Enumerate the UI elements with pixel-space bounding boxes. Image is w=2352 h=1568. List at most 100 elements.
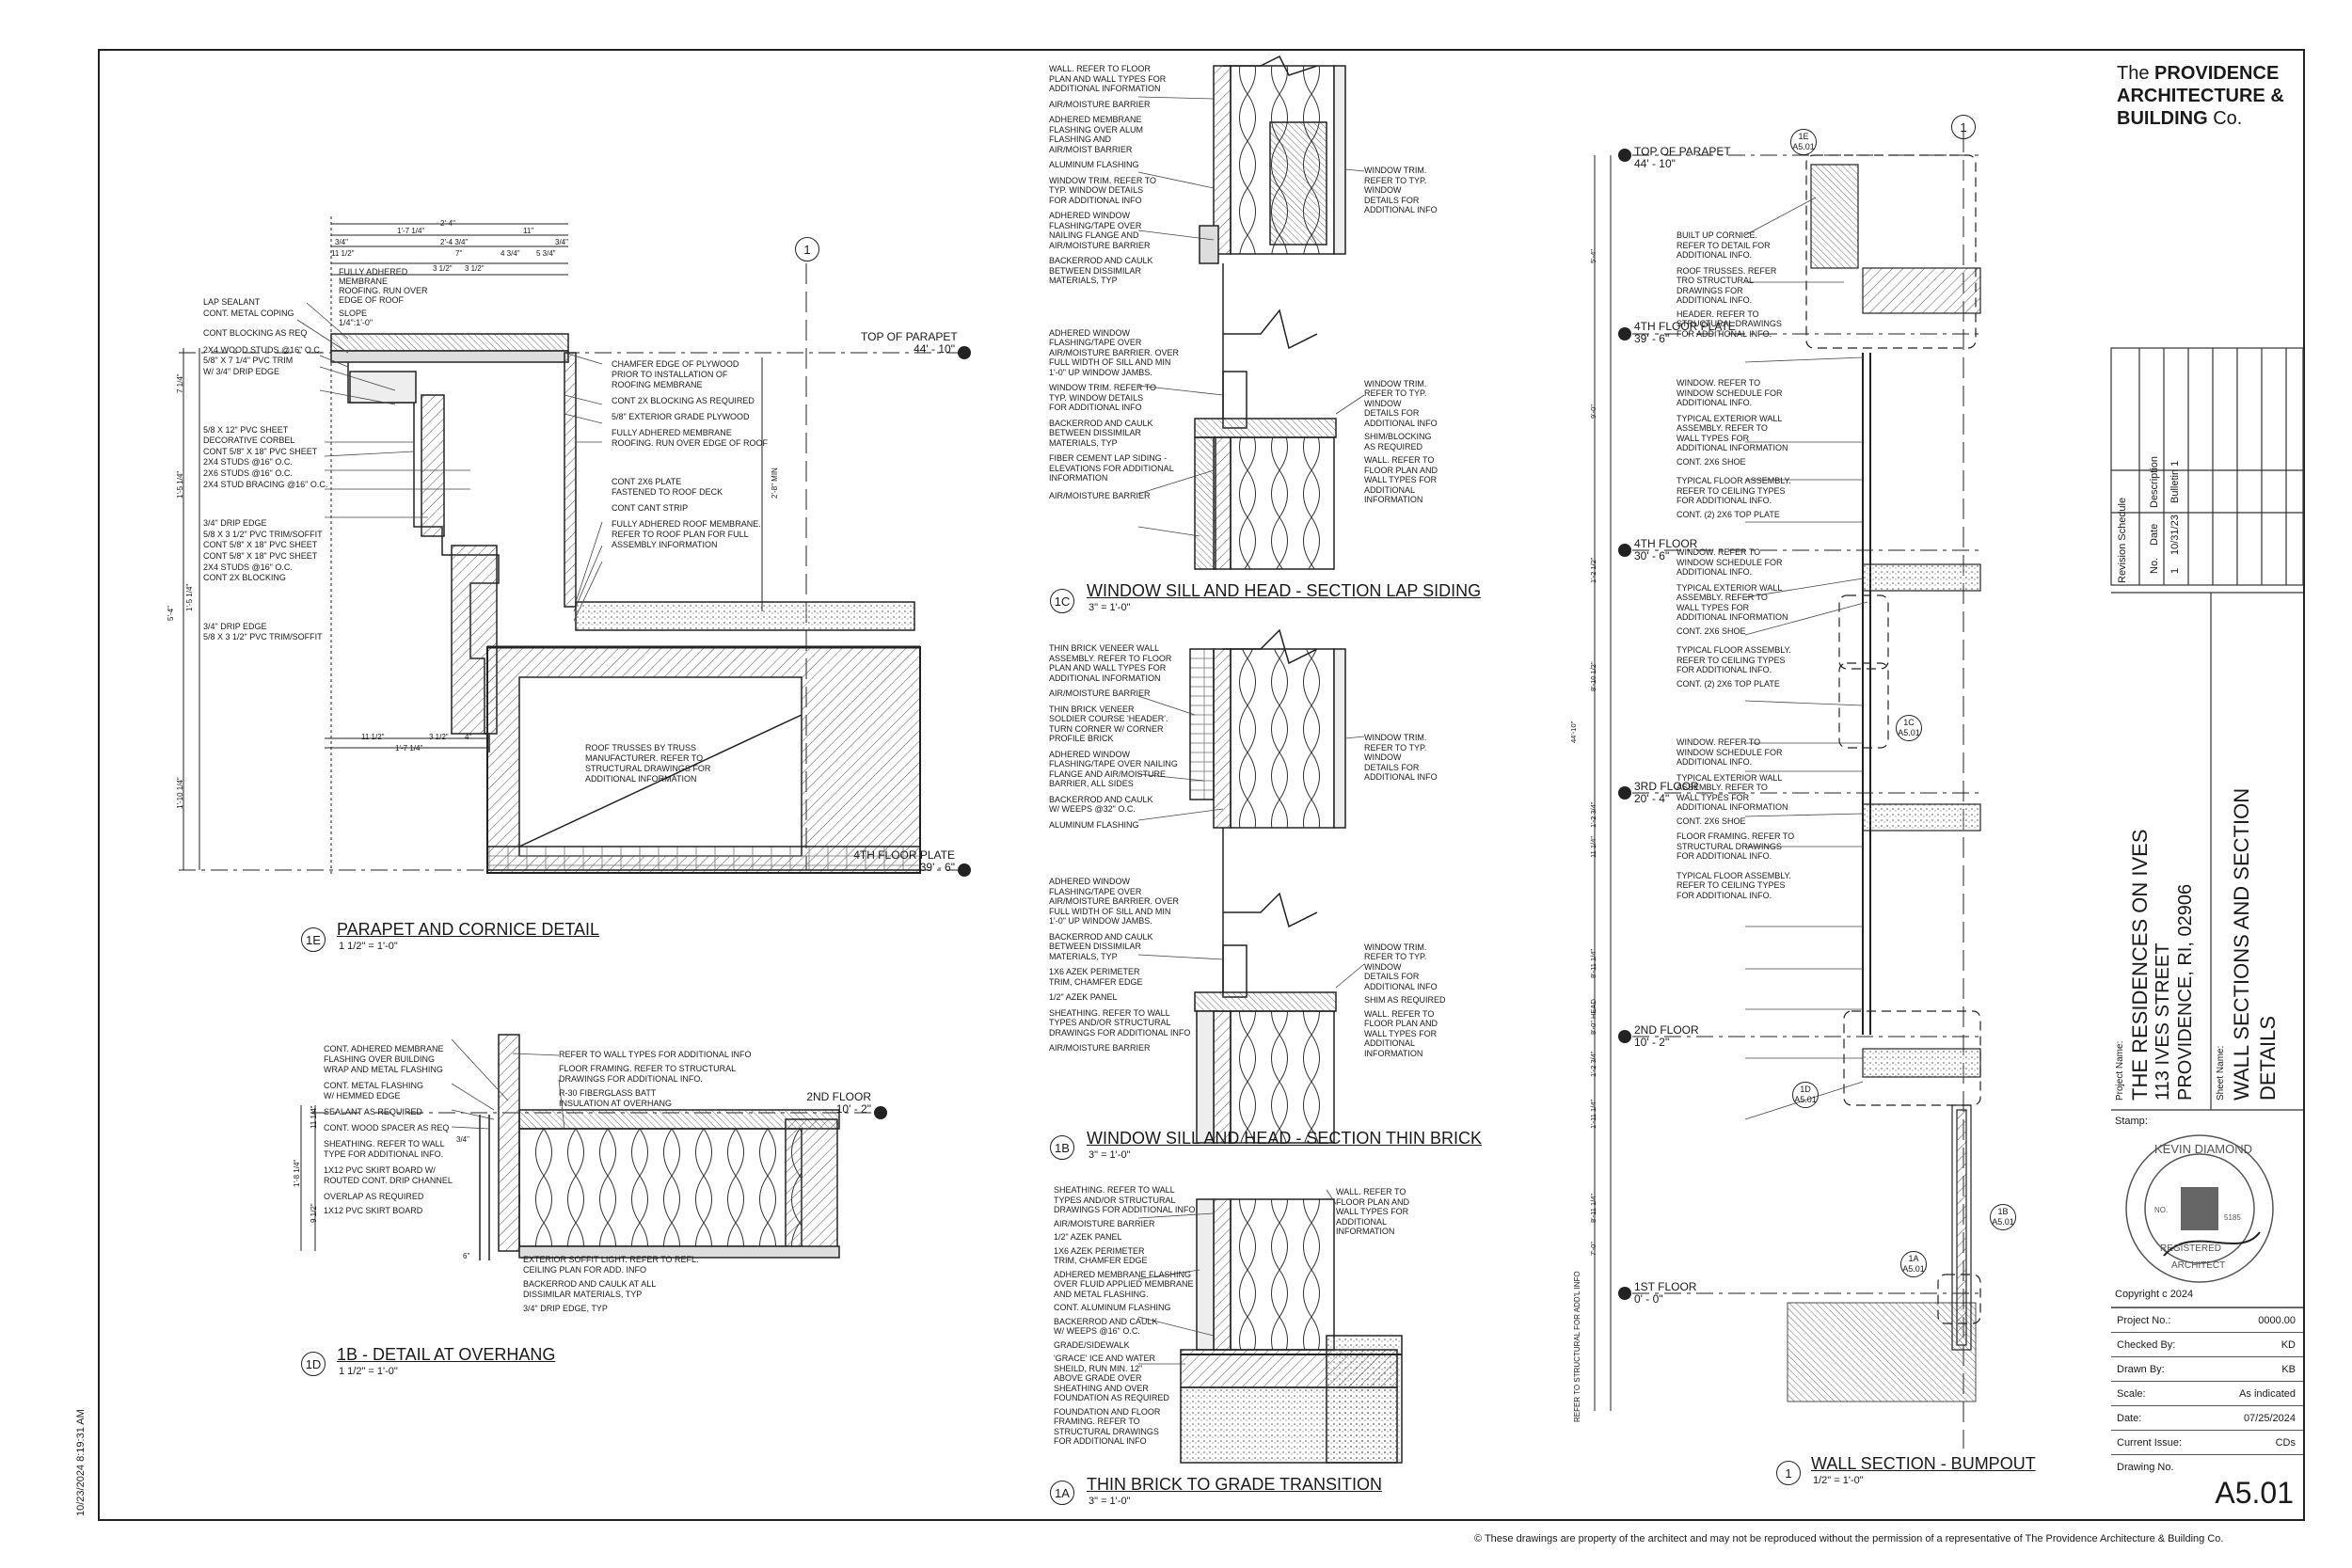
notes-1d-left-line: OVERLAP AS REQUIRED	[324, 1192, 424, 1201]
detail-1d-scale: 1 1/2" = 1'-0"	[339, 1366, 398, 1377]
notes-1e-top-line: FULLY ADHERED	[339, 267, 408, 277]
notes-1b-left-line: ASSEMBLY. REFER TO FLOOR	[1049, 653, 1172, 663]
notes-1-line: FOR ADDITIONAL INFO.	[1677, 665, 1772, 674]
detail-1c-drawing	[1194, 55, 1346, 570]
notes-1a-left-line: AND METAL FLASHING.	[1054, 1289, 1149, 1299]
notes-1c-left-line: BETWEEN DISSIMILAR	[1049, 265, 1142, 276]
notes-1a-left-line: TYPES AND/OR STRUCTURAL	[1054, 1195, 1176, 1205]
detail-1e-bubble[interactable]: 1E	[301, 927, 326, 952]
notes-1c-right-line: REFER TO TYP.	[1364, 175, 1427, 185]
notes-1b-left-line: THIN BRICK VENEER WALL	[1049, 643, 1160, 653]
notes-1b-left-line: 1'-0" UP WINDOW JAMBS.	[1049, 916, 1152, 926]
notes-1d-left-line: SEALANT AS REQUIRED	[324, 1107, 422, 1117]
notes-1a-left-line: STRUCTURAL DRAWINGS	[1054, 1426, 1159, 1436]
notes-1e-right-line: ASSEMBLY INFORMATION	[612, 540, 718, 549]
notes-1c-right-line: FLOOR PLAN AND	[1364, 465, 1438, 475]
notes-1b-left-line: BACKERROD AND CAULK	[1049, 794, 1153, 804]
revision-grid	[2110, 347, 2304, 1308]
tb-current-issue: Current Issue:CDs	[2111, 1430, 2303, 1455]
notes-1d-left-line: CONT. WOOD SPACER AS REQ	[324, 1123, 450, 1132]
architect-stamp-seal	[2125, 1134, 2274, 1283]
dim-1-label: 5'-4"	[1589, 249, 1597, 263]
notes-1a-left-line: ADHERED MEMBRANE FLASHING	[1054, 1269, 1192, 1279]
notes-1a-left-line: SHEILD, RUN MIN. 12"	[1054, 1363, 1143, 1373]
notes-1e-left-line: CONT 2x BLOCKING	[203, 573, 286, 583]
notes-1e-right-line: PRIOR TO INSTALLATION OF	[612, 370, 728, 379]
notes-1e-left-line: CONT BLOCKING AS REQ	[203, 328, 308, 339]
rev-row-desc: Bulletin 1	[2169, 460, 2181, 503]
notes-1-line: ROOF TRUSSES. REFER	[1677, 265, 1777, 276]
notes-1a-right-line: WALL TYPES FOR	[1336, 1207, 1409, 1216]
notes-1a-left-line: AIR/MOISTURE BARRIER	[1054, 1218, 1155, 1228]
notes-1b-left-line: AIR/MOISTURE BARRIER	[1049, 1043, 1151, 1053]
detail-1d-bubble[interactable]: 1D	[301, 1352, 326, 1376]
detail-1e-scale: 1 1/2" = 1'-0"	[339, 941, 398, 952]
notes-1a-left-line: SHEATHING. REFER TO WALL	[1054, 1185, 1175, 1195]
detail-1a-title: THIN BRICK TO GRADE TRANSITION	[1087, 1475, 1383, 1494]
tb-checked-by: Checked By:KD	[2111, 1332, 2303, 1357]
notes-1e-top-line: ROOFING. RUN OVER	[339, 286, 428, 295]
notes-1c-left-line: FOR ADDITIONAL INFO	[1049, 195, 1142, 205]
notes-1b-right-line: WINDOW TRIM.	[1364, 733, 1427, 742]
dim-1e-label: 3 1/2"	[429, 733, 449, 741]
notes-1c-right-line: WINDOW	[1364, 398, 1402, 408]
rev-header-desc: Description	[2149, 455, 2160, 508]
notes-1c-left-line: ADDITIONAL INFORMATION	[1049, 84, 1161, 93]
detail-1-title: WALL SECTION - BUMPOUT	[1811, 1454, 2036, 1473]
notes-1-line: WINDOW SCHEDULE FOR	[1677, 747, 1783, 757]
dim-1d-label: 6"	[463, 1252, 470, 1260]
stamp-no: NO.	[2154, 1206, 2169, 1214]
notes-1-line: CONT. 2x6 SHOE	[1677, 626, 1746, 636]
notes-1-line: FOR ADDITIONAL INFO.	[1677, 890, 1772, 900]
detail-1a-bubble[interactable]: 1A	[1050, 1481, 1074, 1505]
notes-1e-left-line: CONT 5/8" x 18" PVC SHEET	[203, 540, 318, 550]
notes-1d-right-line: R-30 FIBERGLASS BATT	[559, 1088, 657, 1098]
notes-1-line: ADDITIONAL INFO.	[1677, 250, 1753, 260]
notes-1d-left-line: CONT. METAL FLASHING	[324, 1081, 424, 1090]
notes-1-line: HEADER. REFER TO	[1677, 309, 1759, 319]
notes-1-line: REFER TO CEILING TYPES	[1677, 655, 1786, 665]
notes-1-line: TYPICAL EXTERIOR WALL	[1677, 582, 1783, 593]
notes-1c-left-line: WALL. REFER TO FLOOR	[1049, 64, 1151, 73]
notes-1d-right-line: INSULATION AT OVERHANG	[559, 1099, 673, 1108]
notes-1a-right-line: FLOOR PLAN AND	[1336, 1196, 1410, 1207]
notes-1b-right-line: ADDITIONAL	[1364, 1038, 1416, 1048]
notes-1-line: ADDITIONAL INFO.	[1677, 757, 1753, 767]
notes-1a-left-line: ABOVE GRADE OVER	[1054, 1373, 1142, 1383]
notes-1e-right-line: CHAMFER EDGE OF PLYWOOD	[612, 359, 739, 369]
dim-1e-label: 5 3/4"	[536, 249, 556, 258]
notes-1-line: REFER TO CEILING TYPES	[1677, 485, 1786, 496]
dim-1e-label: 1'-7 1/4"	[397, 227, 425, 235]
notes-1b-left-line: TYPES AND/OR STRUCTURAL	[1049, 1018, 1171, 1027]
notes-1d-left-line: ROUTED CONT. DRIP CHANNEL	[324, 1176, 453, 1185]
notes-1d-left-line: TYPE FOR ADDITIONAL INFO.	[324, 1149, 444, 1159]
notes-1-line: ADDITIONAL INFORMATION	[1677, 612, 1788, 622]
detail-1d-drawing	[300, 1034, 875, 1260]
notes-1a-left-line: FOR ADDITIONAL INFO	[1054, 1436, 1147, 1446]
detail-1-bubble[interactable]: 1	[1776, 1461, 1801, 1485]
notes-1b-left-line: ALUMINUM FLASHING	[1049, 819, 1139, 830]
notes-1e-right-line: CONT 2x BLOCKING AS REQUIRED	[612, 396, 755, 405]
notes-1e-top-line: SLOPE	[339, 309, 368, 318]
notes-1-line: CONT. 2x6 SHOE	[1677, 816, 1746, 826]
notes-1-line: ADDITIONAL INFORMATION	[1677, 802, 1788, 812]
notes-1b-left-line: 1x6 AZEK PERIMETER	[1049, 967, 1140, 976]
notes-1d-right-line: FLOOR FRAMING. REFER TO STRUCTURAL	[559, 1064, 737, 1073]
notes-1-line: WALL TYPES FOR	[1677, 792, 1750, 802]
notes-1-line: BUILT UP CORNICE.	[1677, 230, 1758, 240]
notes-1c-left-line: AIR/MOISTURE BARRIER	[1049, 490, 1151, 500]
notes-1c-left-line: ADHERED WINDOW	[1049, 327, 1130, 338]
notes-1b-left-line: ADHERED WINDOW	[1049, 749, 1130, 759]
dim-1e-label: 2'-8" MIN	[771, 467, 779, 499]
detail-1c-bubble[interactable]: 1C	[1050, 589, 1074, 613]
stamp-name: KEVIN DIAMOND	[2154, 1142, 2253, 1156]
detail-1b-bubble[interactable]: 1B	[1050, 1135, 1074, 1160]
